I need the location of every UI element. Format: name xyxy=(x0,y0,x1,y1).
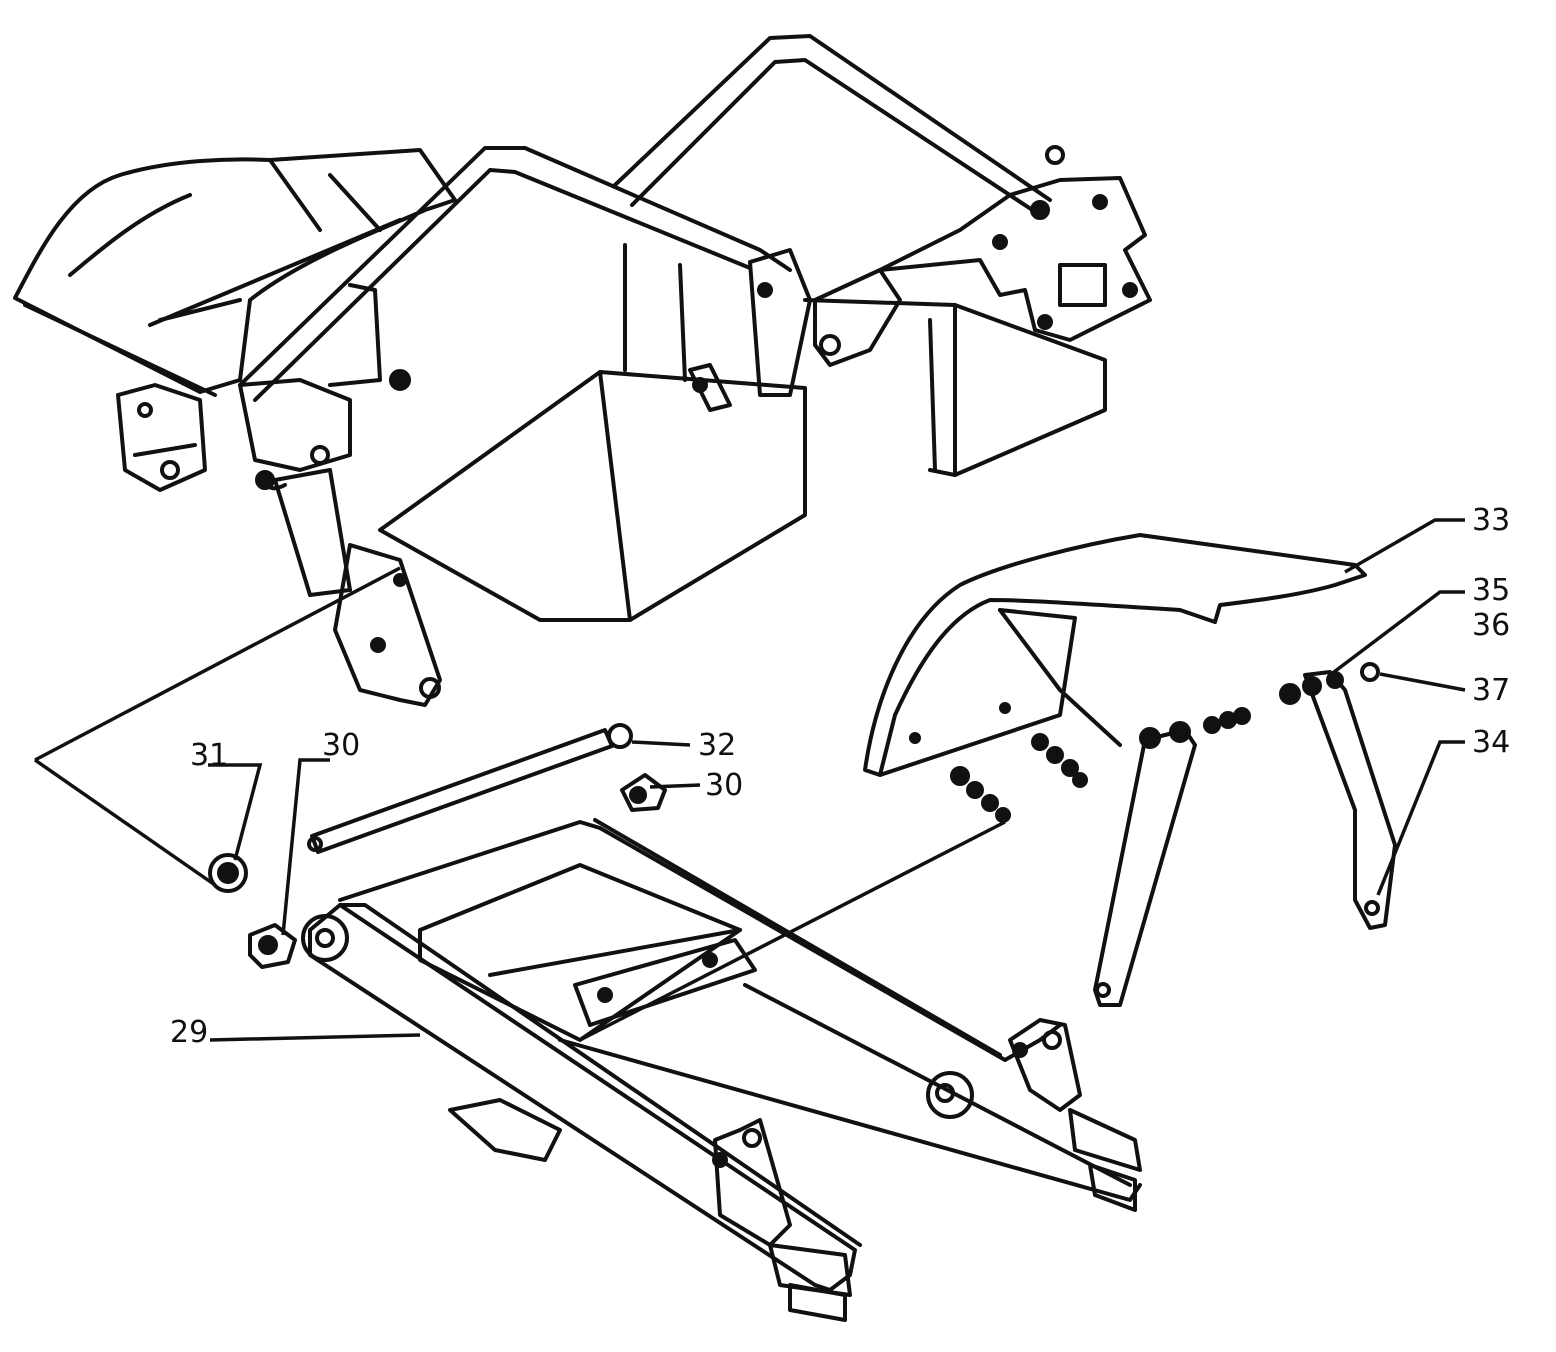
seat-rail-frame xyxy=(238,34,1152,707)
leader-lines xyxy=(34,518,1466,1042)
callout-labels: 29 30 30 31 32 33 34 35 36 37 xyxy=(170,503,1510,1050)
leader-35 xyxy=(1328,590,1465,677)
rear-fender-body xyxy=(13,148,457,492)
bushing-30-lower xyxy=(248,923,297,969)
leader-31 xyxy=(208,763,263,861)
leader-31-plane xyxy=(34,566,401,762)
leader-32 xyxy=(631,740,691,747)
leader-33 xyxy=(1344,518,1465,574)
leader-axle-plane xyxy=(579,820,1006,1042)
swing-arm xyxy=(301,818,1142,1322)
bushing-30-upper xyxy=(620,773,667,812)
callout-37: 37 xyxy=(1472,673,1510,708)
leader-31-plane-b xyxy=(34,758,216,887)
fasteners-right xyxy=(950,662,1380,823)
callout-30-lower: 30 xyxy=(705,768,743,803)
callout-34: 34 xyxy=(1472,725,1510,760)
leader-30b xyxy=(649,783,701,789)
callout-35: 35 xyxy=(1472,573,1510,608)
callout-32: 32 xyxy=(698,728,736,763)
callout-30-upper: 30 xyxy=(322,728,360,763)
rear-mudguard xyxy=(863,533,1367,777)
callout-31: 31 xyxy=(190,738,228,773)
callout-29: 29 xyxy=(170,1015,208,1050)
leader-29 xyxy=(209,1033,421,1042)
callout-36: 36 xyxy=(1472,608,1510,643)
leader-37 xyxy=(1379,672,1466,692)
pivot-axle xyxy=(307,723,633,854)
leader-30a xyxy=(281,758,330,936)
leader-34 xyxy=(1376,740,1465,896)
bushing-31 xyxy=(208,853,248,893)
callout-33: 33 xyxy=(1472,503,1510,538)
